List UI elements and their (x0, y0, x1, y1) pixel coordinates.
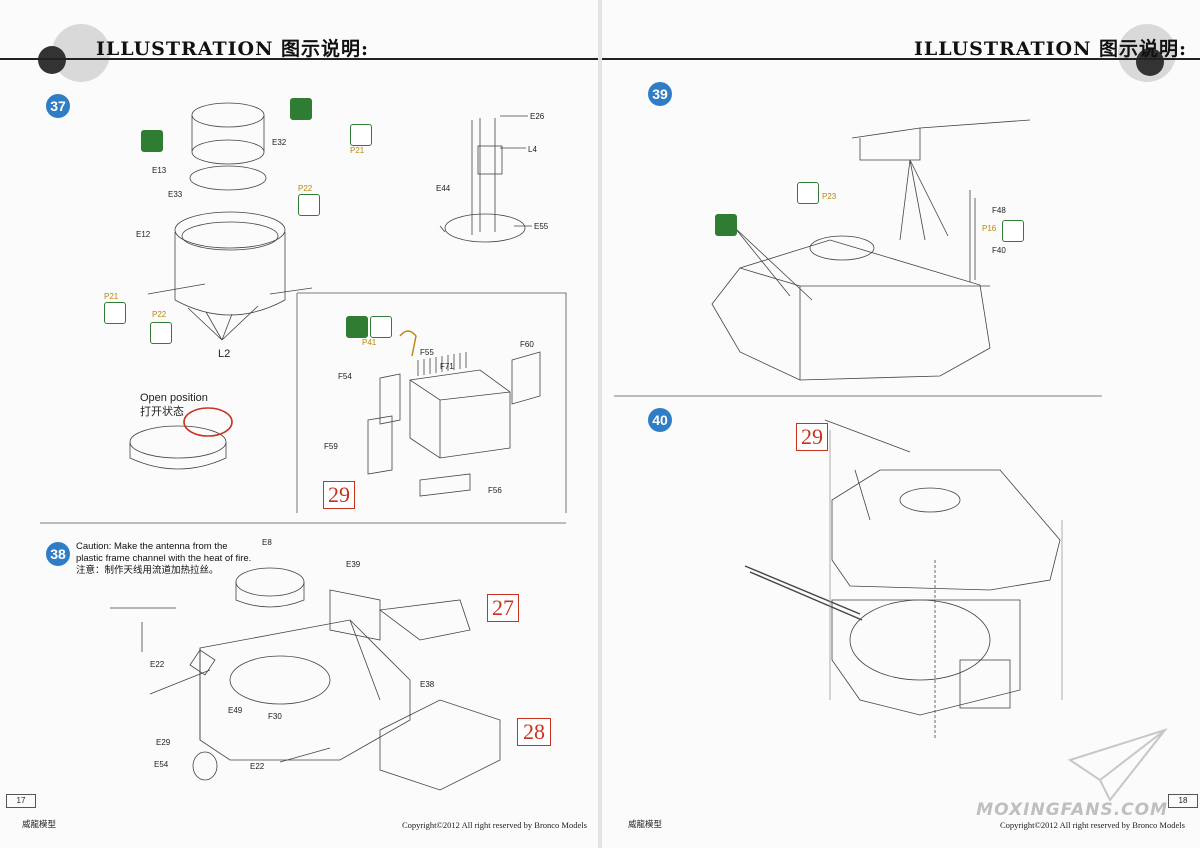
part-label-E13: E13 (152, 166, 167, 175)
part-label-E39: E39 (346, 560, 361, 569)
down-arrow-icon (346, 316, 368, 338)
ref-box-28: 28 (517, 718, 551, 746)
step-number-37: 37 (46, 94, 70, 118)
caution-line-1: Caution: Make the antenna from the (76, 541, 228, 552)
part-label-F30: F30 (268, 712, 282, 721)
open-position-label: Open position (140, 392, 208, 404)
part-label-E32: E32 (272, 138, 287, 147)
open-position-label-cn: 打开状态 (140, 406, 184, 418)
part-label-E33: E33 (168, 190, 183, 199)
left-page (0, 0, 598, 848)
header-title-left: ILLUSTRATION 图示说明: (96, 38, 370, 60)
no-glue-icon (290, 98, 312, 120)
header-decor-dot-left (38, 46, 66, 74)
header-title-right: ILLUSTRATION 图示说明: (914, 38, 1188, 60)
page-number-left: 17 (6, 794, 36, 808)
part-label-F60: F60 (520, 340, 534, 349)
part-label-P41: P41 (362, 338, 377, 347)
part-label-P21: P21 (104, 292, 119, 301)
paint-icon (350, 124, 372, 146)
caution-line-2: plastic frame channel with the heat of f… (76, 553, 252, 564)
part-label-F56: F56 (488, 486, 502, 495)
part-label-E22: E22 (150, 660, 165, 669)
part-label-P22: P22 (298, 184, 313, 193)
paint-icon (370, 316, 392, 338)
paint-icon (1002, 220, 1024, 242)
footer-copyright-right: Copyright©2012 All right reserved by Bro… (1000, 820, 1185, 830)
paint-icon (298, 194, 320, 216)
part-label-E54: E54 (154, 760, 169, 769)
footer-brand-left: 威龍模型 (22, 819, 57, 829)
header-rule-left (0, 58, 598, 60)
part-label-E44: E44 (436, 184, 451, 193)
paint-icon (150, 322, 172, 344)
step-number-39: 39 (648, 82, 672, 106)
part-label-F54: F54 (338, 372, 352, 381)
decal-icon (715, 214, 737, 236)
part-label-E49: E49 (228, 706, 243, 715)
part-label-F40: F40 (992, 246, 1006, 255)
part-label-F55: F55 (420, 348, 434, 357)
page-gutter (598, 0, 602, 848)
part-label-F71: F71 (440, 362, 454, 371)
header-decor-dot-right (1136, 48, 1164, 76)
step-number-40: 40 (648, 408, 672, 432)
no-glue-icon (141, 130, 163, 152)
part-label-E22: E22 (250, 762, 265, 771)
part-label-F48: F48 (992, 206, 1006, 215)
ref-box-27: 27 (487, 594, 519, 622)
ref-box-29-step37: 29 (323, 481, 355, 509)
part-label-E12: E12 (136, 230, 151, 239)
caution-line-cn: 注意：制作天线用流道加热拉丝。 (76, 565, 219, 576)
part-label-P23: P23 (822, 192, 837, 201)
part-label-E26: E26 (530, 112, 545, 121)
part-label-P22: P22 (152, 310, 167, 319)
part-label-E8: E8 (262, 538, 272, 547)
part-label-E55: E55 (534, 222, 549, 231)
ref-box-29-step40: 29 (796, 423, 828, 451)
part-label-E38: E38 (420, 680, 435, 689)
header-rule-right (602, 58, 1200, 60)
part-label-P21: P21 (350, 146, 365, 155)
part-label-E29: E29 (156, 738, 171, 747)
part-label-L4: L4 (528, 145, 537, 154)
page-number-right: 18 (1168, 794, 1198, 808)
part-label-P16: P16 (982, 224, 997, 233)
paint-icon (104, 302, 126, 324)
footer-brand-right: 威龍模型 (628, 819, 663, 829)
cupola-ring (174, 211, 286, 249)
paint-icon (797, 182, 819, 204)
footer-copyright-left: Copyright©2012 All right reserved by Bro… (402, 820, 587, 830)
site-watermark: MOXINGFANS.COM (976, 800, 1168, 820)
right-page (602, 0, 1200, 848)
step-number-38: 38 (46, 542, 70, 566)
hatch-top (191, 102, 265, 128)
part-label-F59: F59 (324, 442, 338, 451)
part-label-L2: L2 (218, 348, 231, 360)
